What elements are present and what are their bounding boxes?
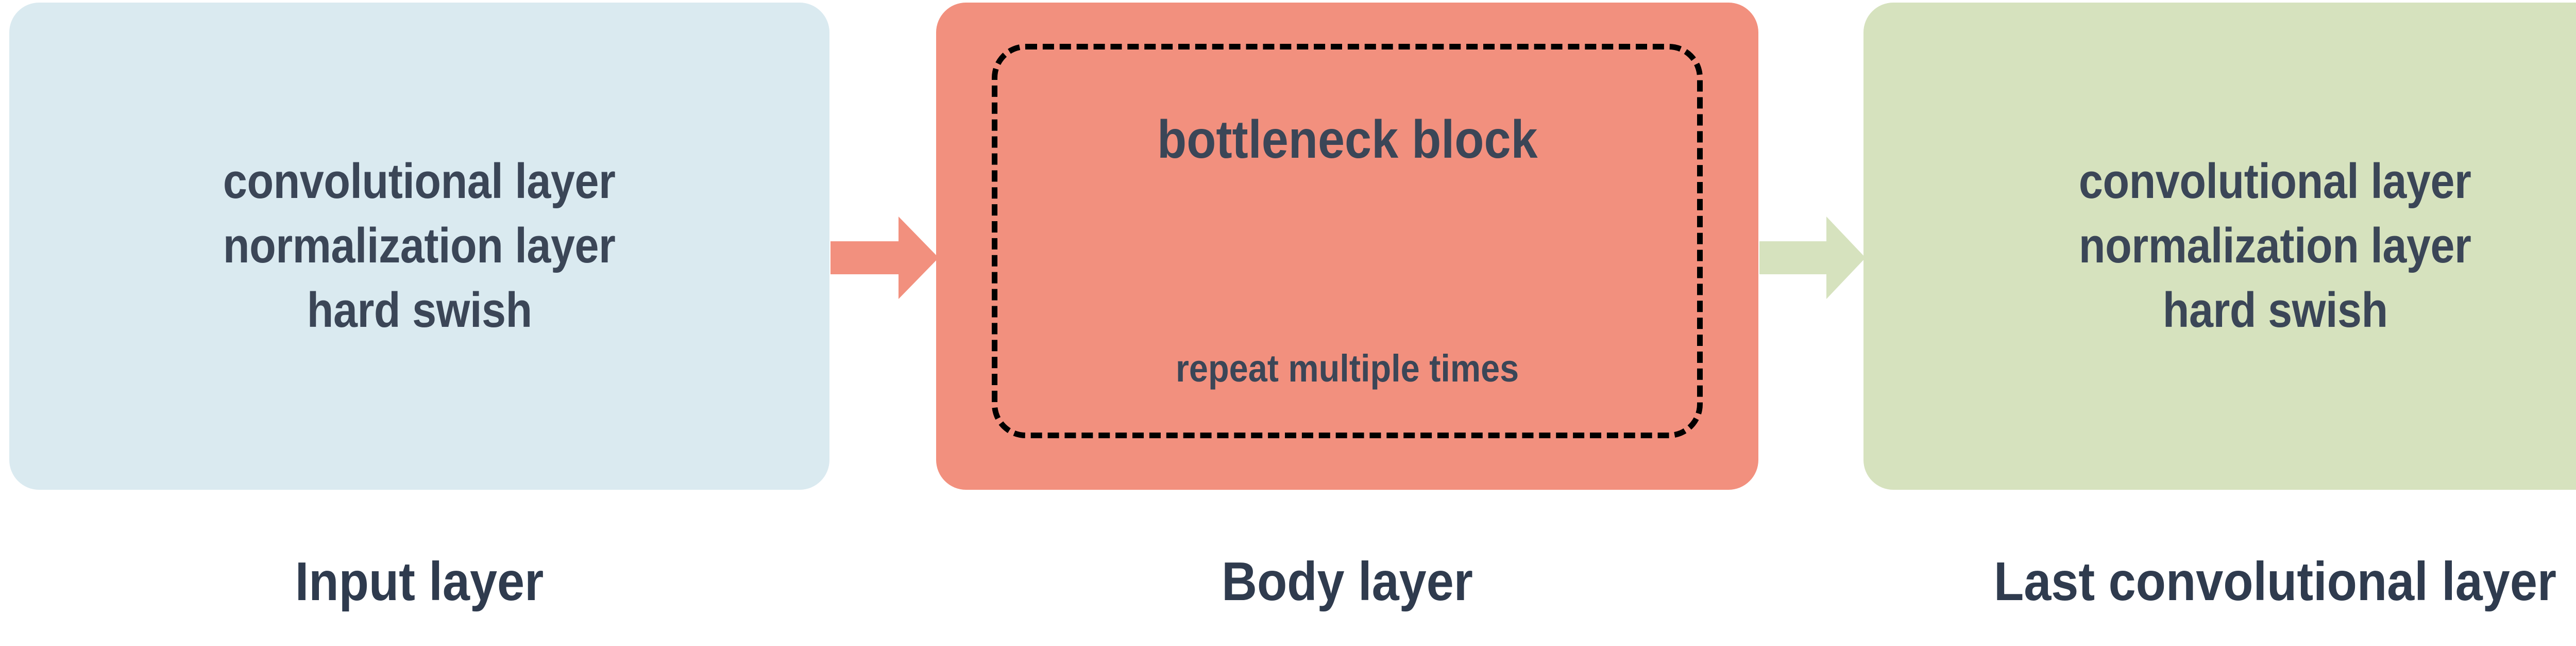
arrow-input-to-body — [831, 217, 939, 299]
stage-last-convolutional-layer-line-2: normalization layer — [2079, 218, 2471, 274]
bottleneck-block-subtitle: repeat multiple times — [1175, 346, 1519, 390]
bottleneck-block[interactable]: bottleneck block repeat multiple times — [992, 44, 1703, 438]
arrow-body-to-lastconv — [1759, 217, 1866, 299]
caption-body-layer: Body layer — [1222, 551, 1473, 612]
stage-last-convolutional-layer[interactable]: convolutional layer normalization layer … — [1863, 3, 2576, 490]
stage-input-layer-line-2: normalization layer — [223, 218, 616, 274]
stage-body-layer[interactable]: bottleneck block repeat multiple times — [936, 3, 1758, 490]
arrow-body-to-lastconv-shape — [1759, 217, 1866, 299]
stage-input-layer-content: convolutional layer normalization layer … — [9, 150, 829, 342]
caption-last-convolutional-layer: Last convolutional layer — [1993, 551, 2557, 612]
stage-input-layer-line-3: hard swish — [307, 282, 532, 338]
stage-last-convolutional-layer-line-3: hard swish — [2162, 282, 2388, 338]
caption-input-layer: Input layer — [295, 551, 544, 612]
bottleneck-block-title: bottleneck block — [1157, 110, 1538, 170]
stage-input-layer[interactable]: convolutional layer normalization layer … — [9, 3, 829, 490]
stage-last-convolutional-layer-content: convolutional layer normalization layer … — [1863, 150, 2576, 342]
stage-last-convolutional-layer-line-1: convolutional layer — [2079, 154, 2471, 209]
stage-input-layer-line-1: convolutional layer — [223, 154, 616, 209]
arrow-input-to-body-shape — [831, 217, 939, 299]
